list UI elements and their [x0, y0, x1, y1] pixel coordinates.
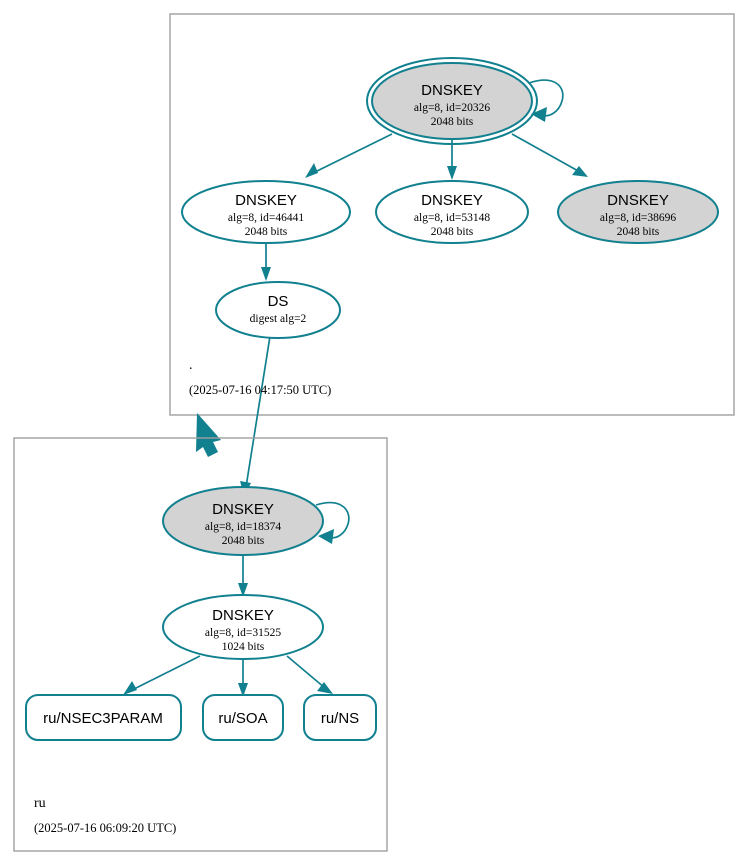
node-title: DNSKEY	[607, 192, 669, 209]
node-root-dnskey-53148[interactable]: DNSKEY alg=8, id=53148 2048 bits	[375, 180, 529, 244]
zone-box-root	[169, 13, 735, 416]
rrset-label: ru/NS	[321, 710, 359, 727]
edge-root-ds-to-ru-ksk	[240, 329, 272, 496]
node-detail-size: 2048 bits	[617, 226, 660, 238]
node-root-dnskey-20326[interactable]: DNSKEY alg=8, id=20326 2048 bits	[366, 57, 538, 145]
node-detail-size: 2048 bits	[431, 116, 474, 128]
node-title: DNSKEY	[212, 501, 274, 518]
node-title: DNSKEY	[421, 82, 483, 99]
edge-zone-delegation-root-to-ru	[196, 413, 221, 457]
rrset-ru-ns[interactable]: ru/NS	[303, 694, 377, 741]
node-detail-alg-id: alg=8, id=53148	[414, 212, 490, 224]
edge-ru-zsk-to-ns	[286, 655, 333, 694]
node-ru-dnskey-31525[interactable]: DNSKEY alg=8, id=31525 1024 bits	[162, 594, 324, 660]
zone-label-ru-name: ru	[34, 796, 46, 811]
edge-root-ksk-to-zsk-46441	[305, 133, 393, 178]
node-detail-size: 2048 bits	[245, 226, 288, 238]
rrset-ru-soa[interactable]: ru/SOA	[202, 694, 284, 741]
edge-ru-zsk-to-nsec3param	[123, 655, 201, 695]
node-title: DNSKEY	[421, 192, 483, 209]
node-detail-alg-id: alg=8, id=46441	[228, 212, 304, 224]
edge-root-ksk-to-zsk-53148	[447, 139, 457, 180]
node-detail-digest-alg: digest alg=2	[250, 313, 307, 325]
zone-box-ru	[13, 437, 388, 852]
node-title: DNSKEY	[235, 192, 297, 209]
edge-ru-ksk-self-loop	[315, 501, 350, 544]
node-title: DS	[268, 293, 289, 310]
rrset-label: ru/SOA	[218, 710, 267, 727]
node-root-dnskey-38696[interactable]: DNSKEY alg=8, id=38696 2048 bits	[557, 180, 719, 244]
edge-ru-zsk-to-soa	[238, 659, 248, 697]
node-detail-size: 1024 bits	[222, 641, 265, 653]
edge-root-zsk-46441-to-ds	[261, 243, 271, 281]
rrset-ru-nsec3param[interactable]: ru/NSEC3PARAM	[25, 694, 182, 741]
rrset-label: ru/NSEC3PARAM	[43, 710, 163, 727]
zone-label-root-timestamp: (2025-07-16 04:17:50 UTC)	[189, 383, 331, 397]
node-root-dnskey-46441[interactable]: DNSKEY alg=8, id=46441 2048 bits	[181, 180, 351, 244]
node-detail-alg-id: alg=8, id=20326	[414, 102, 490, 114]
node-detail-size: 2048 bits	[431, 226, 474, 238]
edge-root-ksk-to-ksk-38696	[511, 133, 588, 177]
zone-label-root-name: .	[189, 358, 193, 373]
node-detail-alg-id: alg=8, id=31525	[205, 627, 281, 639]
node-ru-dnskey-18374[interactable]: DNSKEY alg=8, id=18374 2048 bits	[162, 486, 324, 556]
node-title: DNSKEY	[212, 607, 274, 624]
zone-label-ru-timestamp: (2025-07-16 06:09:20 UTC)	[34, 821, 176, 835]
edge-ru-ksk-to-zsk	[238, 553, 248, 597]
node-detail-size: 2048 bits	[222, 535, 265, 547]
node-detail-alg-id: alg=8, id=38696	[600, 212, 676, 224]
edge-root-ksk-self-loop	[528, 79, 564, 122]
node-detail-alg-id: alg=8, id=18374	[205, 521, 281, 533]
node-root-ds[interactable]: DS digest alg=2	[215, 281, 341, 339]
